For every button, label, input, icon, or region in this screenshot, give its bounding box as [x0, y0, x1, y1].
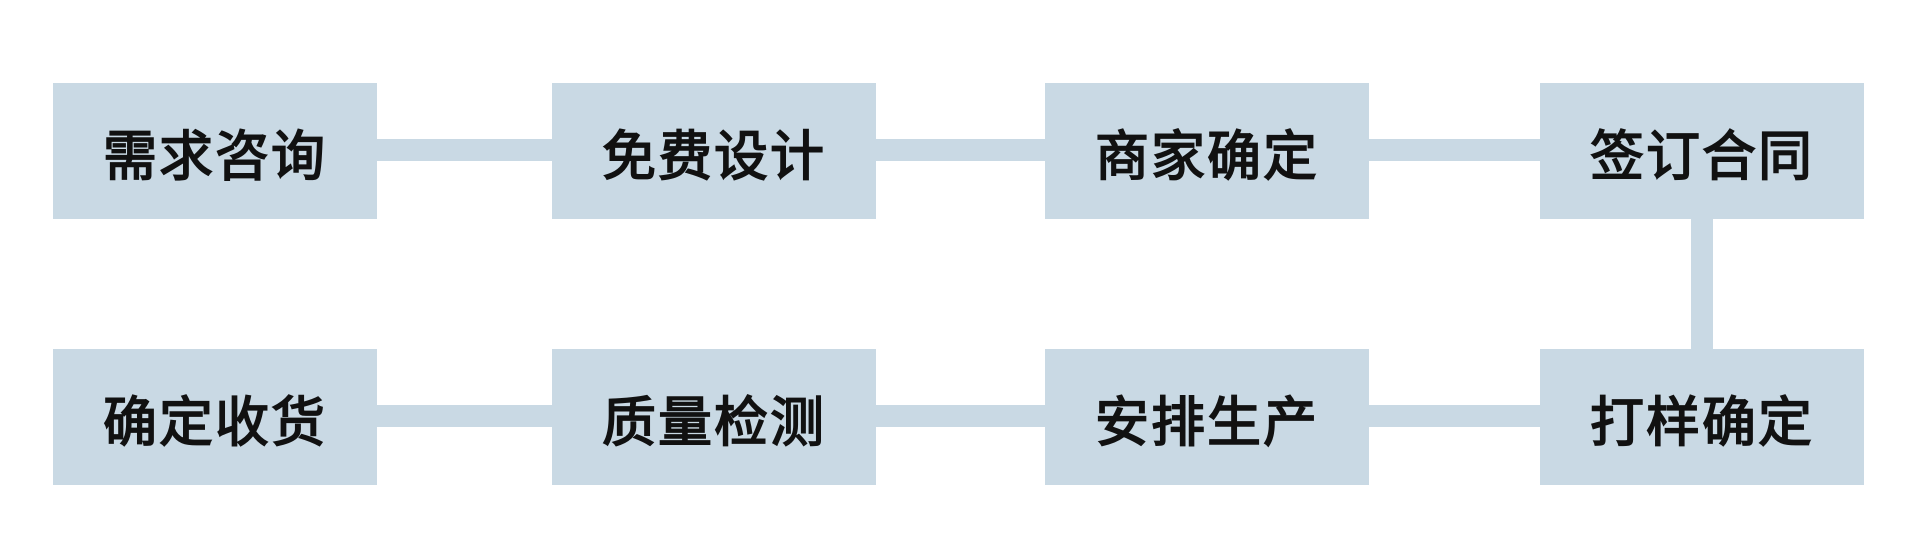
connector-2-3	[875, 139, 1045, 161]
step-label: 打样确定	[1590, 390, 1814, 454]
connector-1-2	[376, 139, 552, 161]
step-label: 免费设计	[602, 124, 826, 188]
connector-6-7	[875, 405, 1045, 427]
step-quality-inspection: 质量检测	[552, 349, 876, 485]
step-sign-contract: 签订合同	[1540, 83, 1864, 219]
step-confirm-receipt: 确定收货	[53, 349, 377, 485]
step-arrange-production: 安排生产	[1045, 349, 1369, 485]
step-label: 安排生产	[1095, 390, 1319, 454]
connector-7-8	[376, 405, 552, 427]
step-demand-consultation: 需求咨询	[53, 83, 377, 219]
step-label: 质量检测	[602, 390, 826, 454]
step-label: 签订合同	[1590, 124, 1814, 188]
step-label: 需求咨询	[103, 124, 327, 188]
connector-3-4	[1369, 139, 1540, 161]
step-label: 商家确定	[1095, 124, 1319, 188]
step-free-design: 免费设计	[552, 83, 876, 219]
step-label: 确定收货	[103, 390, 327, 454]
connector-4-5	[1691, 219, 1713, 349]
connector-5-6	[1369, 405, 1540, 427]
step-merchant-confirmation: 商家确定	[1045, 83, 1369, 219]
step-sample-confirmation: 打样确定	[1540, 349, 1864, 485]
